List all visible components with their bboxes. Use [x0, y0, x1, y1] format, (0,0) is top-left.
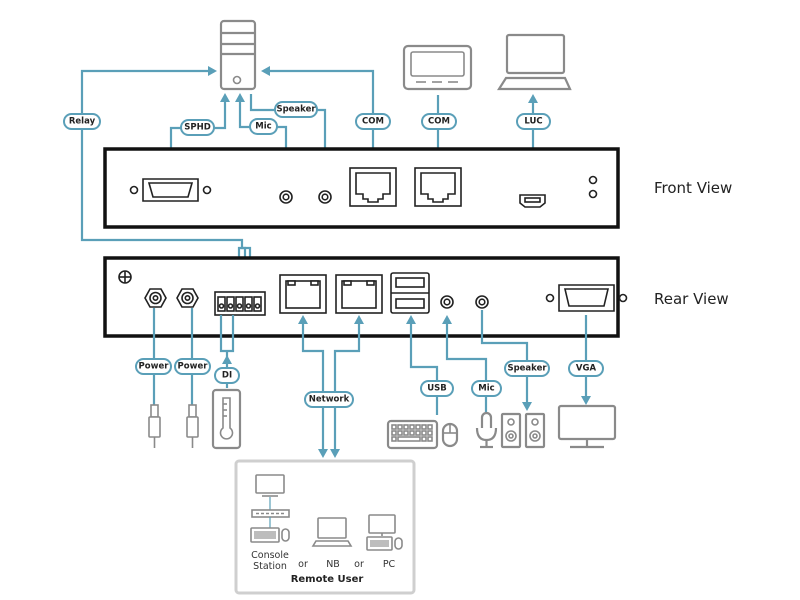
audio-jack-icon	[475, 295, 489, 309]
monitor-icon	[557, 404, 617, 449]
terminal-icon	[402, 44, 473, 91]
com-pc-line	[270, 69, 375, 165]
power-plug-icon	[148, 404, 161, 448]
relay-label: Relay	[63, 113, 101, 130]
rj45-port-icon	[279, 274, 327, 314]
thermometer-icon	[211, 388, 242, 450]
svg-text:Relay: Relay	[69, 117, 96, 127]
remote-user-title: Remote User	[291, 574, 364, 585]
rear-view-label: Rear View	[654, 290, 729, 308]
svg-text:USB: USB	[427, 384, 447, 394]
audio-jack-icon	[440, 295, 454, 309]
mouse-icon	[441, 422, 459, 448]
laptop-icon	[311, 517, 353, 547]
svg-text:VGA: VGA	[576, 364, 597, 374]
com-terminal-label: COM	[421, 113, 457, 130]
usb-label: USB	[420, 380, 454, 397]
svg-text:Power: Power	[139, 362, 170, 372]
rj45-port-icon	[335, 274, 383, 314]
relay-arrow	[208, 66, 217, 76]
vga-port-icon	[129, 178, 212, 202]
audio-jack-icon	[318, 190, 332, 204]
speakers-icon	[500, 412, 546, 449]
speaker-top-label: Speaker	[274, 101, 318, 118]
console-station-icon	[250, 474, 290, 543]
vga-port-icon	[545, 284, 628, 312]
luc-label: LUC	[516, 113, 551, 130]
di-label: DI	[214, 367, 240, 384]
rj45-port-icon	[349, 167, 397, 207]
audio-jack-icon	[279, 190, 293, 204]
vga-label: VGA	[568, 360, 604, 377]
hdmi-port-icon	[519, 194, 546, 208]
svg-text:DI: DI	[222, 371, 232, 381]
svg-text:COM: COM	[362, 117, 384, 127]
svg-text:Speaker: Speaker	[507, 364, 547, 374]
speaker-bottom-label: Speaker	[504, 360, 550, 377]
microphone-icon	[475, 411, 498, 449]
svg-text:COM: COM	[428, 117, 450, 127]
network-line-2	[333, 322, 361, 450]
power-jack-icon	[176, 288, 199, 308]
keyboard-icon	[386, 419, 439, 450]
power-1-label: Power	[135, 358, 172, 375]
rj45-port-icon	[414, 167, 462, 207]
svg-text:Mic: Mic	[255, 122, 271, 132]
power-jack-icon	[144, 288, 167, 308]
usb-port-icon	[390, 272, 430, 314]
com-pc-label: COM	[355, 113, 391, 130]
sphd-label: SPHD	[180, 119, 215, 136]
mic-top-label: Mic	[249, 118, 278, 135]
terminal-block-icon	[214, 291, 266, 316]
mic-bottom-label: Mic	[471, 380, 502, 397]
or-label-2: or	[354, 559, 364, 570]
power-2-label: Power	[174, 358, 211, 375]
or-label-1: or	[298, 559, 308, 570]
network-label: Network	[304, 391, 354, 408]
svg-text:SPHD: SPHD	[184, 123, 211, 133]
power-plug-icon	[186, 404, 199, 448]
svg-text:Mic: Mic	[478, 384, 494, 394]
front-view-label: Front View	[654, 179, 732, 197]
svg-text:LUC: LUC	[524, 117, 542, 127]
laptop-icon	[496, 33, 572, 91]
network-line-1	[301, 322, 325, 450]
svg-text:Network: Network	[309, 395, 350, 405]
computer-tower-icon	[219, 19, 257, 91]
pc-icon	[366, 514, 403, 551]
console-label-line2: Station	[253, 561, 287, 572]
svg-text:Speaker: Speaker	[276, 105, 316, 115]
nb-label: NB	[326, 559, 340, 570]
pc-label: PC	[383, 559, 396, 570]
console-label-line1: Console	[251, 550, 289, 561]
led-icon	[588, 175, 598, 199]
svg-text:Power: Power	[178, 362, 209, 372]
ground-screw-icon	[118, 270, 132, 284]
